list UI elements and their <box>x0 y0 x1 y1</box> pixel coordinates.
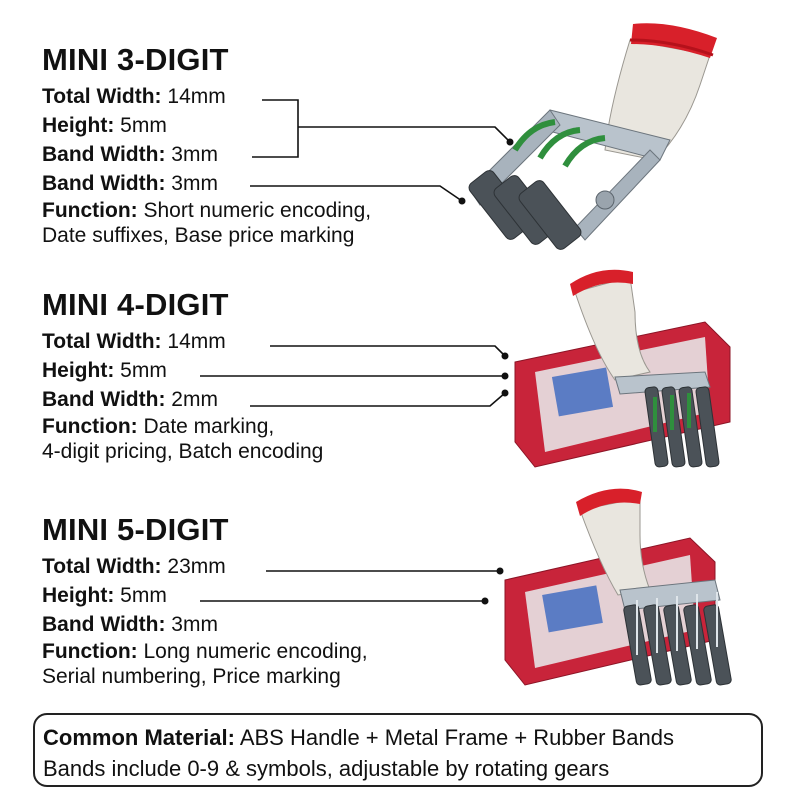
spec-function: Function: Date marking, <box>42 414 323 439</box>
spec-label: Band Width: <box>42 613 166 636</box>
stamp-4-digit-image <box>514 269 731 468</box>
spec-function-cont: Serial numbering, Price marking <box>42 665 341 688</box>
spec-total-width: Total Width: 23mm <box>42 552 368 581</box>
leader-dot <box>501 372 509 380</box>
spec-value: 2mm <box>171 388 218 411</box>
section-title: MINI 4-DIGIT <box>42 287 229 322</box>
spec-height: Height: 5mm <box>42 356 323 385</box>
spec-label: Height: <box>42 359 115 382</box>
spec-value: 5mm <box>120 359 167 382</box>
common-material-box: Common Material: ABS Handle + Metal Fram… <box>33 713 763 787</box>
spec-label: Function: <box>42 640 138 663</box>
spec-function: Function: Long numeric encoding, <box>42 639 368 664</box>
bracket-line <box>252 99 299 158</box>
spec-height: Height: 5mm <box>42 111 371 140</box>
section-title: MINI 3-DIGIT <box>42 42 229 77</box>
spec-label: Total Width: <box>42 85 162 108</box>
spec-height: Height: 5mm <box>42 581 368 610</box>
spec-label: Total Width: <box>42 330 162 353</box>
leader-line <box>270 345 506 357</box>
leader-dot <box>458 197 466 205</box>
spec-function-cont: Date suffixes, Base price marking <box>42 224 355 247</box>
leader-dot <box>506 138 514 146</box>
leader-line <box>298 126 511 143</box>
material-line: Common Material: ABS Handle + Metal Fram… <box>43 722 761 753</box>
leader-dot <box>496 567 504 575</box>
spec-value: 23mm <box>167 555 226 578</box>
section-4-digit: MINI 4-DIGIT Total Width: 14mm Height: 5… <box>42 287 323 464</box>
leader-dot <box>501 352 509 360</box>
spec-value: Short numeric encoding, <box>143 199 372 222</box>
leader-dot <box>481 597 489 605</box>
spec-value: 3mm <box>171 613 218 636</box>
spec-label: Function: <box>42 199 138 222</box>
spec-function: Function: Short numeric encoding, <box>42 198 371 223</box>
leader-line <box>250 392 506 407</box>
spec-label: Band Width: <box>42 143 166 166</box>
spec-band-width-2: Band Width: 3mm <box>42 169 371 198</box>
spec-band-width: Band Width: 3mm <box>42 610 368 639</box>
spec-label: Band Width: <box>42 172 166 195</box>
spec-value: 14mm <box>167 85 226 108</box>
spec-band-width: Band Width: 3mm <box>42 140 371 169</box>
bands-note: Bands include 0-9 & symbols, adjustable … <box>43 756 610 781</box>
spec-label: Band Width: <box>42 388 166 411</box>
spec-total-width: Total Width: 14mm <box>42 82 371 111</box>
section-3-digit: MINI 3-DIGIT Total Width: 14mm Height: 5… <box>42 42 371 248</box>
spec-function-cont: 4-digit pricing, Batch encoding <box>42 440 324 463</box>
material-label: Common Material: <box>43 725 235 750</box>
spec-label: Total Width: <box>42 555 162 578</box>
spec-label: Height: <box>42 584 115 607</box>
spec-value: 3mm <box>171 143 218 166</box>
spec-value: 5mm <box>120 584 167 607</box>
spec-value: Long numeric encoding, <box>143 640 368 663</box>
leader-dot <box>501 389 509 397</box>
spec-value: 14mm <box>167 330 226 353</box>
spec-total-width: Total Width: 14mm <box>42 327 323 356</box>
section-5-digit: MINI 5-DIGIT Total Width: 23mm Height: 5… <box>42 512 368 689</box>
material-value: ABS Handle + Metal Frame + Rubber Bands <box>239 725 674 750</box>
spec-band-width: Band Width: 2mm <box>42 385 323 414</box>
spec-value: 5mm <box>120 114 167 137</box>
stamp-5-digit-image <box>504 488 732 686</box>
section-title: MINI 5-DIGIT <box>42 512 229 547</box>
stamp-3-digit-image <box>468 23 717 250</box>
spec-value: 3mm <box>171 172 218 195</box>
spec-label: Height: <box>42 114 115 137</box>
spec-value: Date marking, <box>143 415 275 438</box>
leader-line <box>250 185 463 202</box>
spec-label: Function: <box>42 415 138 438</box>
